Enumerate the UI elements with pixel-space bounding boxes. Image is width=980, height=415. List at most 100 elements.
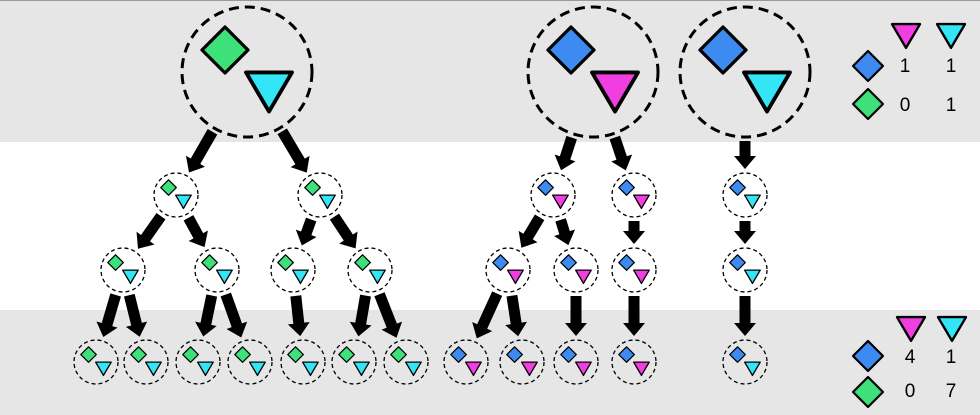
blue-diamond-icon (537, 179, 554, 196)
node-dashed-circle (499, 339, 545, 385)
node-dashed-circle (297, 172, 343, 218)
cyan-triangle-icon (122, 269, 139, 285)
cyan-triangle-icon (744, 269, 761, 285)
arrow-icon (349, 294, 372, 337)
node-dashed-circle (553, 339, 599, 385)
node-green-cyan (280, 339, 326, 385)
cyan-triangle-icon (216, 269, 233, 285)
blue-diamond-icon (546, 25, 596, 75)
blue-diamond-icon (618, 254, 635, 271)
node-dashed-circle (611, 247, 657, 293)
node-green-cyan (73, 339, 119, 385)
node-blue-magenta (611, 247, 657, 293)
nodes-layer (73, 5, 812, 385)
node-dashed-circle (227, 339, 273, 385)
node-dashed-circle (270, 247, 316, 293)
node-dashed-circle (73, 339, 119, 385)
blue-diamond-icon (618, 346, 635, 363)
node-dashed-circle (100, 247, 146, 293)
node-dashed-circle (722, 339, 768, 385)
legend-top-value-r2c1: 0 (900, 95, 911, 116)
legend-bottom-value-r1c2: 1 (946, 347, 957, 368)
node-dashed-circle (722, 247, 768, 293)
node-blue-magenta (611, 339, 657, 385)
node-blue-magenta (553, 339, 599, 385)
green-diamond-icon (390, 346, 407, 363)
arrow-icon (623, 296, 645, 336)
magenta-triangle-icon (521, 361, 538, 377)
arrow-icon (472, 291, 503, 339)
cyan-triangle-icon (744, 194, 761, 210)
cyan-triangle-icon (369, 269, 386, 285)
node-green-cyan (175, 339, 221, 385)
green-diamond-icon (130, 346, 147, 363)
arrow-icon (185, 129, 218, 173)
cyan-triangle-icon (742, 70, 792, 114)
legend-bottom-value-r2c1: 0 (905, 381, 916, 402)
node-dashed-circle (611, 172, 657, 218)
legend-bottom: 4 1 0 7 (851, 315, 968, 409)
magenta-triangle-icon (633, 361, 650, 377)
arrow-icon (734, 221, 756, 244)
arrow-icon (183, 215, 208, 248)
cyan-triangle-icon (302, 361, 319, 377)
green-diamond-icon (338, 346, 355, 363)
magenta-triangle-icon (575, 361, 592, 377)
arrow-icon (554, 135, 577, 171)
cyan-triangle-icon (292, 269, 309, 285)
arrow-icon (518, 214, 545, 248)
node-dashed-circle (331, 339, 377, 385)
arrow-icon (374, 292, 403, 338)
arrow-icon (295, 217, 317, 246)
node-dashed-circle (123, 339, 169, 385)
node-green-cyan (227, 339, 273, 385)
blue-diamond-icon (618, 179, 635, 196)
magenta-triangle-icon (465, 361, 482, 377)
legend-top-value-r2c2: 1 (946, 95, 957, 116)
node-dashed-circle (526, 5, 660, 139)
blue-diamond-icon (560, 254, 577, 271)
arrow-icon (220, 292, 248, 338)
legends-layer: 1 1 0 1 4 1 0 7 (851, 22, 968, 409)
arrow-icon (123, 293, 148, 337)
cyan-triangle-icon (175, 194, 192, 210)
green-diamond-icon (160, 179, 177, 196)
node-dashed-circle (553, 247, 599, 293)
node-green-cyan (100, 247, 146, 293)
bottom-band (0, 310, 980, 415)
cyan-triangle-icon (249, 361, 266, 377)
node-blue-magenta (553, 247, 599, 293)
node-green-cyan (180, 5, 314, 139)
node-green-cyan (270, 247, 316, 293)
green-diamond-icon (107, 254, 124, 271)
legend-top-value-r1c2: 1 (946, 56, 957, 77)
magenta-triangle-icon (590, 70, 640, 114)
node-blue-cyan (722, 247, 768, 293)
magenta-triangle-icon (507, 269, 524, 285)
node-green-cyan (383, 339, 429, 385)
node-blue-cyan (722, 172, 768, 218)
node-dashed-circle (678, 5, 812, 139)
magenta-triangle-icon (552, 194, 569, 210)
legend-top: 1 1 0 1 (851, 22, 967, 121)
green-diamond-icon (287, 346, 304, 363)
cyan-triangle-icon (936, 315, 968, 343)
blue-diamond-icon (450, 346, 467, 363)
node-dashed-circle (383, 339, 429, 385)
arrow-icon (734, 296, 756, 336)
arrow-icon (609, 135, 633, 171)
arrow-icon (329, 213, 358, 249)
node-dashed-circle (347, 247, 393, 293)
arrow-icon (565, 296, 587, 336)
blue-diamond-icon (851, 49, 885, 83)
blue-diamond-icon (729, 254, 746, 271)
magenta-triangle-icon (895, 315, 927, 343)
node-blue-magenta (443, 339, 489, 385)
arrow-icon (287, 295, 310, 337)
blue-diamond-icon (506, 346, 523, 363)
node-blue-magenta (526, 5, 660, 139)
legend-bottom-value-r1c1: 4 (905, 347, 916, 368)
blue-diamond-icon (851, 339, 885, 373)
green-diamond-icon (200, 25, 250, 75)
